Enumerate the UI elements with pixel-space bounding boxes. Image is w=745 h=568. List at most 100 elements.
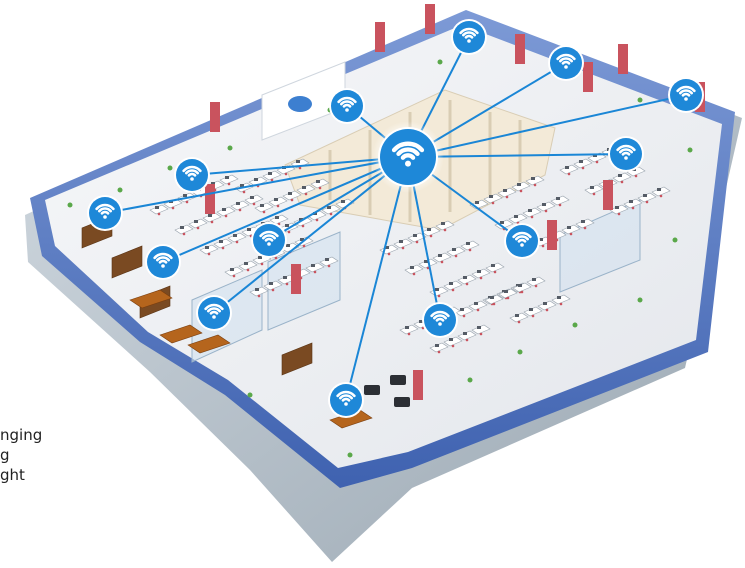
red-column (291, 264, 301, 294)
sofa (364, 385, 380, 395)
wifi-icon (251, 222, 287, 258)
monitor (285, 224, 289, 227)
wifi-link-line (162, 156, 409, 263)
monitor (211, 182, 215, 185)
bookshelf (281, 342, 313, 376)
plant (247, 392, 253, 398)
chair (545, 308, 549, 312)
chair (238, 208, 242, 212)
monitor (593, 154, 597, 157)
sofa (390, 375, 406, 385)
chair (581, 166, 585, 170)
monitor (435, 288, 439, 291)
chair (301, 224, 305, 228)
chair (520, 290, 524, 294)
access-points (87, 19, 704, 418)
chair (262, 210, 266, 214)
monitor (489, 195, 493, 198)
chair (285, 282, 289, 286)
monitor (155, 206, 159, 209)
monitor (300, 238, 304, 241)
monitor (463, 276, 467, 279)
chair (541, 244, 545, 248)
chair (171, 206, 175, 210)
red-column (425, 4, 435, 34)
monitor (244, 262, 248, 265)
chair (276, 204, 280, 208)
monitor (427, 228, 431, 231)
monitor (531, 177, 535, 180)
red-column (413, 370, 423, 400)
chair (595, 160, 599, 164)
monitor (517, 183, 521, 186)
monitor (477, 270, 481, 273)
chair (270, 178, 274, 182)
monitor (556, 197, 560, 200)
monitor (302, 186, 306, 189)
monitor (449, 338, 453, 341)
chair (290, 198, 294, 202)
chair (493, 270, 497, 274)
monitor (236, 202, 240, 205)
wifi-icon (87, 195, 123, 231)
monitor (399, 240, 403, 243)
wifi-icon (378, 127, 438, 187)
monitor (657, 188, 661, 191)
executive-desk (129, 289, 173, 309)
monitor (260, 204, 264, 207)
monitor (275, 216, 279, 219)
chair (227, 182, 231, 186)
chair (645, 200, 649, 204)
chair (298, 166, 302, 170)
monitor (629, 200, 633, 203)
plant (467, 377, 473, 383)
chair (221, 246, 225, 250)
chair (185, 200, 189, 204)
monitor (283, 276, 287, 279)
office-interior (67, 4, 705, 458)
chair (465, 338, 469, 342)
wifi-icon (668, 77, 704, 113)
monitor (413, 234, 417, 237)
wifi-link-line (345, 156, 409, 401)
red-column (515, 34, 525, 64)
monitor (205, 246, 209, 249)
chair (207, 252, 211, 256)
monitor (504, 290, 508, 293)
monitor (325, 258, 329, 261)
wifi-icon (196, 295, 232, 331)
chair (440, 260, 444, 264)
chair (620, 180, 624, 184)
monitor (514, 215, 518, 218)
monitor (503, 189, 507, 192)
plant (572, 322, 578, 328)
chair (252, 202, 256, 206)
chair (517, 320, 521, 324)
chair (318, 186, 322, 190)
monitor (643, 194, 647, 197)
chair (468, 248, 472, 252)
bookshelf (111, 245, 143, 279)
plant (117, 187, 123, 193)
wifi-link-line (407, 153, 627, 158)
plant (637, 297, 643, 303)
monitor (477, 326, 481, 329)
chair (327, 264, 331, 268)
monitor (269, 282, 273, 285)
chair (634, 174, 638, 178)
chair (476, 308, 480, 312)
chair (492, 302, 496, 306)
chair (534, 284, 538, 288)
chair (415, 240, 419, 244)
monitor (518, 284, 522, 287)
chair (506, 296, 510, 300)
monitor (441, 222, 445, 225)
chair (659, 194, 663, 198)
monitor (452, 248, 456, 251)
monitor (590, 186, 594, 189)
monitor (268, 172, 272, 175)
chair (242, 190, 246, 194)
chair (443, 228, 447, 232)
monitor (274, 198, 278, 201)
plant (672, 237, 678, 243)
